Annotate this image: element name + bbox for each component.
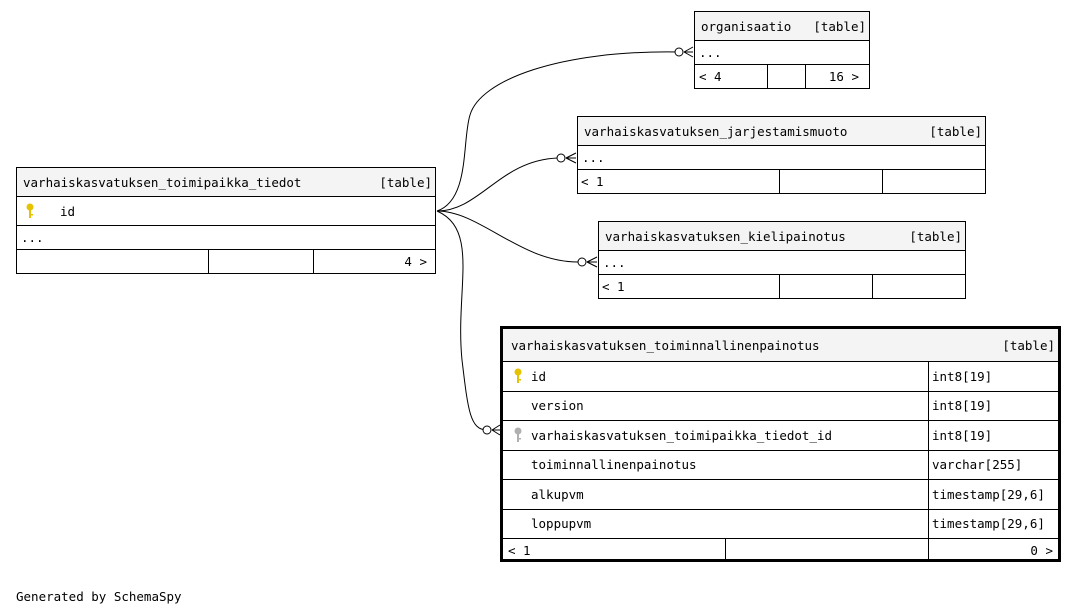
table-header: varhaiskasvatuksen_toimipaikka_tiedot [t… — [17, 168, 435, 197]
elided-columns: ... — [695, 41, 869, 65]
table-name: varhaiskasvatuksen_jarjestamismuoto — [584, 123, 848, 139]
primary-key-icon — [25, 197, 35, 225]
divider — [928, 362, 929, 391]
column-row-toiminnallinenpainotus: toiminnallinenpainotus varchar[255] — [503, 450, 1058, 480]
table-type-tag: [table] — [379, 174, 432, 190]
divider — [882, 170, 883, 193]
generated-by-footer: Generated by SchemaSpy — [16, 589, 182, 604]
divider — [725, 539, 726, 562]
divider — [779, 275, 780, 298]
table-organisaatio[interactable]: organisaatio [table] ... < 4 16 > — [694, 11, 870, 89]
table-type-tag: [table] — [909, 228, 962, 244]
divider — [928, 391, 929, 420]
table-type-tag: [table] — [929, 123, 982, 139]
child-count[interactable]: 0 > — [1030, 543, 1053, 558]
link-kielipainotus — [436, 210, 579, 263]
column-row-id: id int8[19] — [503, 362, 1058, 392]
table-nav-row: 4 > — [17, 250, 435, 273]
parent-count[interactable]: < 1 — [602, 279, 625, 294]
column-name: id — [60, 203, 76, 219]
column-row-alkupvm: alkupvm timestamp[29,6] — [503, 480, 1058, 510]
table-name: varhaiskasvatuksen_kielipainotus — [605, 228, 846, 244]
table-header: varhaiskasvatuksen_toiminnallinenpainotu… — [503, 329, 1058, 362]
column-row-id: id — [17, 197, 435, 226]
elided-columns: ... — [578, 146, 985, 170]
column-name: varhaiskasvatuksen_toimipaikka_tiedot_id — [531, 427, 833, 443]
table-varhaiskasvatuksen-jarjestamismuoto[interactable]: varhaiskasvatuksen_jarjestamismuoto [tab… — [577, 116, 986, 194]
optional-marker-organisaatio — [674, 47, 684, 57]
table-nav-row: < 1 — [599, 275, 965, 298]
foreign-key-icon — [513, 421, 523, 450]
link-organisaatio — [436, 51, 679, 212]
table-type-tag: [table] — [1002, 337, 1055, 353]
crowfoot-toiminnallinenpainotus — [491, 424, 501, 436]
parent-count[interactable]: < 4 — [699, 69, 722, 84]
table-nav-row: < 4 16 > — [695, 65, 869, 88]
parent-count[interactable]: < 1 — [508, 543, 531, 558]
column-type: int8[19] — [932, 398, 993, 414]
child-count[interactable]: 4 > — [404, 254, 427, 269]
table-header: varhaiskasvatuksen_kielipainotus [table] — [599, 222, 965, 251]
column-name: loppupvm — [531, 516, 592, 532]
column-type: timestamp[29,6] — [932, 486, 1045, 502]
crowfoot-organisaatio — [683, 46, 694, 58]
divider — [928, 509, 929, 538]
optional-marker-toiminnallinenpainotus — [482, 425, 492, 435]
column-name: toiminnallinenpainotus — [531, 457, 697, 473]
column-type: timestamp[29,6] — [932, 516, 1045, 532]
table-varhaiskasvatuksen-toimipaikka-tiedot[interactable]: varhaiskasvatuksen_toimipaikka_tiedot [t… — [16, 167, 436, 274]
elided-columns-label: ... — [21, 230, 44, 245]
column-type: int8[19] — [932, 368, 993, 384]
link-toiminnallinenpainotus — [436, 210, 488, 431]
elided-columns: ... — [599, 251, 965, 275]
table-nav-row: < 1 — [578, 170, 985, 193]
table-name: varhaiskasvatuksen_toimipaikka_tiedot — [23, 174, 302, 190]
divider — [208, 250, 209, 273]
elided-columns: ... — [17, 226, 435, 250]
column-name: id — [531, 368, 547, 384]
column-row-version: version int8[19] — [503, 391, 1058, 421]
elided-columns-label: ... — [582, 150, 605, 165]
table-name: varhaiskasvatuksen_toiminnallinenpainotu… — [511, 337, 820, 353]
column-name: version — [531, 398, 584, 414]
divider — [872, 275, 873, 298]
divider — [767, 65, 768, 88]
divider — [928, 421, 929, 450]
divider — [313, 250, 314, 273]
child-count[interactable]: 16 > — [828, 69, 859, 84]
table-type-tag: [table] — [813, 18, 866, 34]
column-type: varchar[255] — [932, 457, 1023, 473]
parent-count[interactable]: < 1 — [581, 174, 604, 189]
crowfoot-kielipainotus — [586, 256, 598, 268]
link-jarjestamismuoto — [436, 157, 559, 212]
table-name: organisaatio — [701, 18, 792, 34]
column-row-foreign-key: varhaiskasvatuksen_toimipaikka_tiedot_id… — [503, 421, 1058, 451]
table-varhaiskasvatuksen-kielipainotus[interactable]: varhaiskasvatuksen_kielipainotus [table]… — [598, 221, 966, 299]
elided-columns-label: ... — [603, 255, 626, 270]
divider — [805, 65, 806, 88]
divider — [928, 539, 929, 562]
optional-marker-jarjestamismuoto — [556, 153, 566, 163]
table-header: varhaiskasvatuksen_jarjestamismuoto [tab… — [578, 117, 985, 146]
table-nav-row: < 1 0 > — [503, 539, 1058, 562]
column-name: alkupvm — [531, 486, 584, 502]
primary-key-icon — [513, 362, 523, 391]
divider — [779, 170, 780, 193]
crowfoot-jarjestamismuoto — [565, 152, 577, 164]
column-type: int8[19] — [932, 427, 993, 443]
elided-columns-label: ... — [699, 45, 722, 60]
divider — [928, 450, 929, 479]
divider — [928, 480, 929, 509]
table-header: organisaatio [table] — [695, 12, 869, 41]
column-row-loppupvm: loppupvm timestamp[29,6] — [503, 509, 1058, 539]
table-varhaiskasvatuksen-toiminnallinenpainotus[interactable]: varhaiskasvatuksen_toiminnallinenpainotu… — [500, 326, 1061, 562]
optional-marker-kielipainotus — [577, 257, 587, 267]
